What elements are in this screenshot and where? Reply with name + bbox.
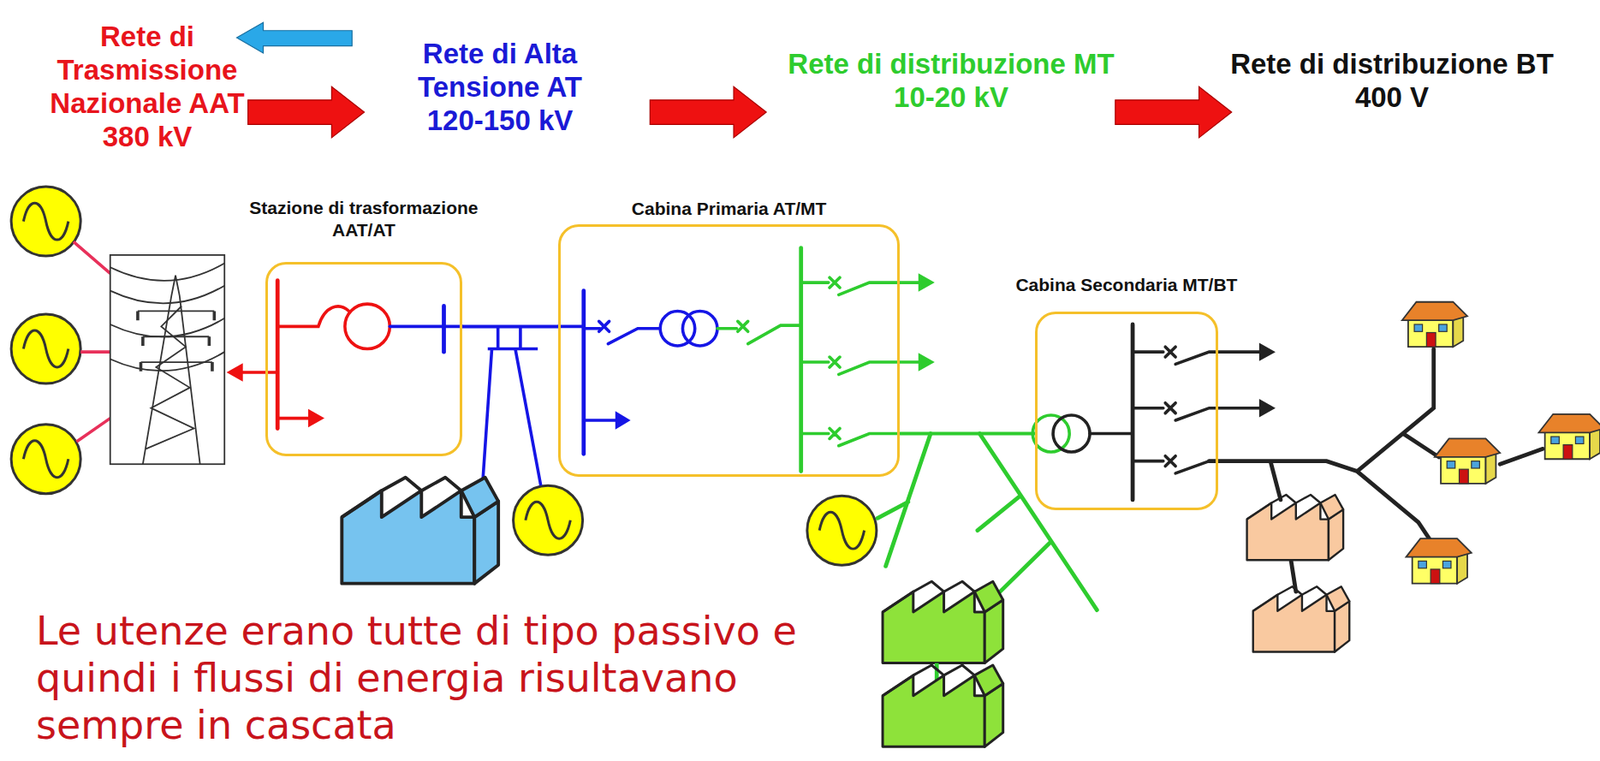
factory-icon — [341, 477, 499, 584]
secondary-substation — [1089, 432, 1133, 436]
primary-substation — [581, 291, 586, 455]
house-icon — [1538, 414, 1600, 459]
pylon-picture — [137, 310, 215, 371]
generator-symbol — [11, 186, 81, 256]
generator-symbol — [11, 314, 81, 384]
flow-arrows — [1115, 86, 1232, 138]
factory-icon — [1247, 494, 1345, 560]
aat-at-station — [275, 280, 280, 429]
generator-symbol — [807, 495, 877, 566]
pylon-picture — [137, 275, 215, 464]
factory-icon — [882, 581, 1004, 747]
primary-substation — [717, 325, 802, 344]
flow-arrows — [248, 86, 365, 138]
primary-substation — [599, 321, 610, 332]
network-level-heading: Rete di Trasmissione Nazionale AAT 380 k… — [44, 20, 250, 155]
secondary-substation — [1132, 346, 1261, 474]
generator-link — [73, 241, 111, 442]
aat-at-station — [389, 325, 463, 329]
generator-symbol — [513, 485, 583, 555]
primary-substation — [682, 310, 718, 346]
factory-icon — [882, 581, 1004, 663]
substation-box: Cabina Secondaria MT/BT — [1034, 311, 1220, 511]
house-icon — [1434, 438, 1500, 483]
network-level-heading: Rete di distribuzione BT 400 V — [1225, 47, 1559, 115]
aat-at-station — [226, 362, 244, 381]
factory-icon — [882, 665, 1004, 747]
pylon-picture — [145, 306, 194, 450]
aat-at-station — [240, 306, 349, 419]
flow-arrows — [237, 22, 1232, 138]
aat-at-station — [226, 280, 463, 429]
primary-substation — [558, 248, 935, 472]
primary-substation — [801, 277, 921, 295]
network-level-heading: Rete di distribuzione MT 10-20 kV — [784, 47, 1119, 115]
secondary-substation — [1032, 324, 1276, 500]
house-icon — [1402, 302, 1600, 584]
primary-substation — [615, 410, 631, 429]
factory-icon — [1247, 494, 1351, 653]
substation-box: Cabina Primaria AT/MT — [558, 224, 900, 476]
house-icon — [1402, 302, 1468, 347]
generator-symbol — [11, 424, 81, 494]
secondary-substation — [1052, 415, 1090, 453]
primary-substation — [737, 321, 749, 332]
substation-box: Stazione di trasformazione AAT/AT — [265, 261, 463, 456]
secondary-substation — [1132, 346, 1261, 364]
secondary-substation — [1132, 456, 1209, 474]
aat-at-station — [344, 303, 390, 349]
secondary-substation — [1259, 398, 1276, 417]
flow-arrows — [237, 22, 353, 54]
secondary-substation — [1132, 403, 1261, 421]
primary-substation — [918, 273, 935, 292]
substation-title: Stazione di trasformazione AAT/AT — [235, 196, 493, 240]
house-icon — [1406, 538, 1472, 583]
network-level-heading: Rete di Alta Tensione AT 120-150 kV — [388, 37, 612, 138]
caption-text: Le utenze erano tutte di tipo passivo e … — [35, 607, 858, 750]
secondary-substation — [1032, 415, 1070, 453]
power-line — [462, 324, 559, 328]
lv-network — [1208, 349, 1543, 593]
aat-at-station — [441, 306, 447, 353]
secondary-substation — [1259, 342, 1276, 361]
hv-taps — [481, 326, 542, 498]
primary-substation — [801, 428, 901, 447]
substation-title: Cabina Primaria AT/MT — [631, 197, 827, 220]
pylon-picture — [110, 255, 226, 464]
primary-substation — [918, 352, 935, 371]
generator-link — [73, 241, 111, 442]
lv-network — [1208, 349, 1543, 593]
substation-title: Cabina Secondaria MT/BT — [1015, 273, 1238, 296]
factory-icon — [1253, 586, 1351, 652]
flow-arrows — [649, 86, 767, 138]
primary-substation — [801, 277, 921, 447]
hv-taps — [481, 326, 542, 498]
power-line — [899, 432, 1035, 436]
pylon-picture — [110, 255, 226, 464]
primary-substation — [558, 326, 661, 421]
aat-at-station — [308, 409, 325, 428]
primary-substation — [801, 356, 921, 375]
